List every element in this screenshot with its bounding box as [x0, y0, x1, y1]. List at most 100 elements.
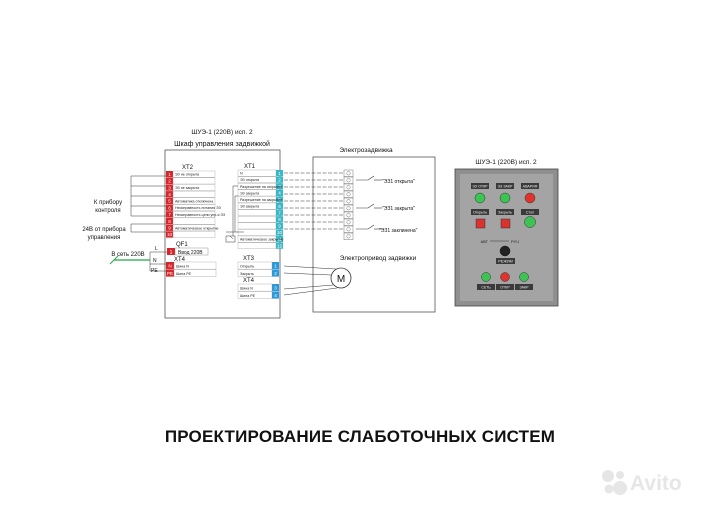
xt2-terminal-num: 5 [168, 199, 171, 204]
avito-logo-icon [602, 470, 627, 495]
xt1-row: 12 [237, 242, 283, 249]
valve-terminal [343, 176, 354, 184]
valve-terminal [343, 183, 354, 191]
valve-enclosure [312, 156, 436, 313]
xt3-terminal [272, 269, 279, 277]
valve-terminal-screw [346, 227, 351, 232]
xt2-text: ЭЗ не закрыта [175, 186, 199, 190]
lamp-alarm [524, 192, 536, 204]
wires-xt3-to-motor [283, 265, 338, 296]
xt3-terminal-num: 1 [274, 264, 277, 269]
xt2-cell [172, 224, 216, 232]
button-open[interactable] [475, 218, 486, 229]
panel-label-plate [471, 183, 489, 189]
panel-label-plate [521, 183, 539, 189]
valve-title: Электрозадвижка [339, 147, 393, 154]
xt4b-cell [237, 291, 273, 299]
xt4-terminal-num: N [168, 264, 171, 269]
xt1-cell [237, 209, 277, 216]
xt2-row: 6 Неисправность питания ЭЗ [166, 204, 221, 211]
panel-bottom-labels: СЕТЬ ОТКР ЗАКР [477, 284, 533, 290]
panel-label-plate [477, 284, 495, 290]
xt2-text: Неисправность питания ЭЗ [175, 206, 221, 210]
xt4-terminal [166, 262, 174, 270]
valve-terminal [343, 218, 354, 226]
button-close[interactable] [500, 218, 511, 229]
valve-terminal-screw [346, 171, 351, 176]
xt2-terminal [166, 197, 173, 205]
xt2-terminal-num: 1 [168, 172, 171, 177]
xt1-terminal-num: 8 [278, 217, 281, 222]
xt4b-terminal-num: 3 [274, 286, 277, 291]
panel-label-text: ОТКР [500, 285, 510, 289]
valve-terminal-screw [346, 234, 351, 239]
valve-terminal [343, 169, 354, 177]
xt1-terminal [276, 176, 283, 183]
xt1-row: 6ЭЗ закрыта [237, 202, 283, 210]
avito-watermark-text: Avito [630, 472, 682, 495]
xt2-cell [172, 177, 216, 185]
xt4-text: Шина PE [176, 272, 192, 276]
xt2-terminal-num: 6 [168, 205, 171, 210]
xt4-row: N Шина N [166, 261, 217, 270]
mode-key-switch[interactable] [499, 245, 511, 257]
xt1-row: 4ЭЗ закрыта [237, 189, 283, 197]
panel-label-plate [521, 209, 539, 215]
xt1-terminal [276, 216, 283, 223]
xt1-terminal [276, 242, 283, 249]
xt1-cell [237, 196, 277, 203]
xt2-cell [172, 211, 216, 218]
xt2-cell [172, 217, 216, 225]
xt4b-terminal-num: 4 [274, 293, 277, 298]
xt4-text: Шина N [176, 265, 189, 269]
xt1-terminal-num: 3 [278, 184, 281, 189]
valve-terminal [343, 204, 354, 212]
xt1-cell [237, 176, 277, 183]
xt4b-cell [237, 283, 273, 292]
lamp-closed [499, 192, 511, 204]
mains-label: В сеть 220В [111, 252, 144, 258]
xt1-cell [237, 202, 277, 210]
phase-l-label: L [155, 246, 158, 252]
xt2-cell [172, 204, 216, 211]
panel-label-text: ЭЗ ОТКР [472, 184, 488, 188]
xt1-terminal [276, 203, 283, 210]
xt1-terminal [276, 236, 283, 243]
valve-terminal-screw [346, 178, 351, 183]
panel-label-text: ЭЗ ЗАКР [498, 184, 513, 188]
xt4-cell [173, 269, 217, 277]
xt3-cell [237, 261, 273, 270]
qf1-label: QF1 [176, 242, 188, 248]
banner-title: ПРОЕКТИРОВАНИЕ СЛАБОТОЧНЫХ СИСТЕМ [164, 427, 556, 446]
xt2-text: Автоматическое открытие [175, 226, 219, 230]
to-control-device-label-1: К прибору [94, 200, 122, 206]
panel-label-text: СЕТЬ [481, 285, 491, 289]
xt1-terminal [276, 189, 283, 196]
xt1-terminal-num: 10 [277, 230, 283, 235]
valve-terminal-screw [346, 213, 351, 218]
xt4-terminal-num: PE [167, 271, 173, 276]
external-wiring-left [130, 175, 167, 272]
xt2-row: 2 [166, 177, 216, 185]
xt1-text: Автоматическое закрытие [240, 238, 284, 242]
panel-label-text: ЗАКР [519, 285, 529, 289]
xt1-text: Разрешение на закрытие [240, 198, 282, 202]
cabinet-internal-wiring [225, 185, 244, 243]
xt3-terminal [272, 262, 279, 270]
xt2-terminal [166, 171, 173, 178]
limit-switches [356, 175, 382, 230]
qf1-terminal [167, 248, 175, 255]
button-stop[interactable] [524, 216, 536, 228]
qf1-terminal-num: 1 [170, 250, 173, 256]
xt1-terminal [276, 209, 283, 216]
xt1-text: ЭЗ открыта [240, 178, 259, 182]
panel-label-plate [471, 209, 489, 215]
xt2-text: Неисправность цепи упр-я ЭЗ [175, 213, 225, 217]
